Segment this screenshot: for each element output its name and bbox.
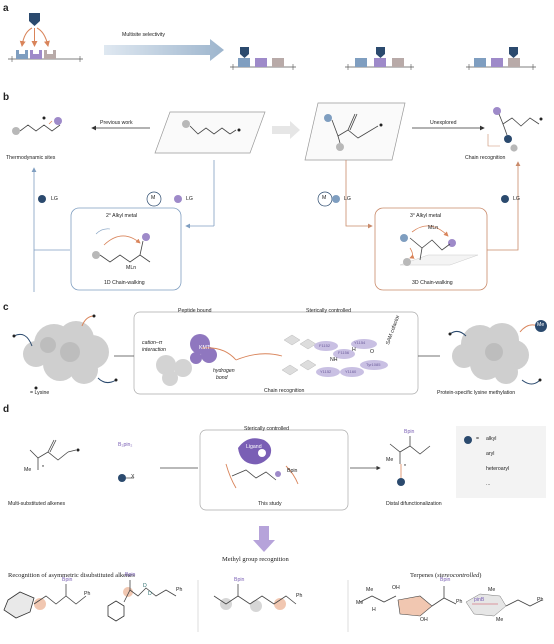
recognition-asymmetric-label: Recognition of asymmetric disubstituted … [8,572,135,579]
terpenes-label: Terpenes (stereocontrolled) [410,572,482,579]
multi-substituted-label: Multi-substituted alkenes [8,501,66,507]
ph-label-s5: Ph [537,597,544,603]
n-subscript-left: n [42,463,45,468]
ph-label-s2: Ph [176,587,183,593]
residue-3: F1152 [319,343,331,348]
peptide-bound-label: Peptide bound [178,308,212,314]
sterically-controlled-label-d: Sterically controlled [244,426,289,432]
me-label-left: Me [24,467,32,473]
multisite-selectivity-label: Multisite selectivity [122,32,165,38]
secondary-alkyl-metal-label: 2° Alkyl metal [106,213,138,219]
metal-label-right: M [322,195,327,201]
hydrogen-label: hydrogen [213,368,235,374]
me-badge-label: Me [537,322,545,328]
h-label-s4: H [372,607,376,613]
stereocontrolled-word: stereocontrolled [437,572,480,579]
kmt-label: KMT [199,345,210,351]
ph-label-s1: Ph [84,591,91,597]
bpin-label-s1: Bpin [62,577,73,583]
residue-4: Y1152 [320,369,332,374]
me-label-s5a: Me [488,587,496,593]
lg-label-left: LG [51,196,58,202]
cation-pi-label: cation–π [142,340,163,346]
h-atom-label: H [352,347,356,353]
x-label: X [131,474,135,480]
tertiary-alkyl-metal-label: 3° Alkyl metal [410,213,442,219]
oh-label-s4a: OH [392,585,400,591]
this-study-label: This study [258,501,282,507]
panel-a-letter: a [3,3,9,14]
chain-walking-1d-label: 1D Chain-walking [104,280,145,286]
chain-recognition-label-b: Chain recognition [465,155,506,161]
ph-label-s4: Ph [456,599,463,605]
n-subscript-product: n [404,462,407,467]
panel-a-graphics [8,13,536,70]
legend-item-aryl: aryl [486,451,495,457]
sterically-controlled-label-c: Sterically controlled [306,308,351,314]
previous-work-label: Previous work [100,120,133,126]
interaction-label: interaction [142,347,166,353]
panel-b-letter: b [3,92,10,103]
bpin-label-center: Bpin [287,468,298,474]
panel-c-letter: c [3,302,9,313]
panel-c-graphics [12,311,547,395]
ligand-label: Ligand [246,444,262,450]
protein-specific-label: Protein-specific lysine methylation [437,390,516,396]
residue-6: Tyr1085 [366,362,381,367]
bpin-label-product: Bpin [404,429,415,435]
me-label-s4b: Me [356,600,364,606]
me-label-s5b: Me [496,617,504,623]
methyl-group-recognition-label: Methyl group recognition [222,556,289,563]
d-label-s2a: D [143,583,147,589]
terpenes-word: Terpenes [410,572,434,579]
me-label-product: Me [386,457,394,463]
residue-1: Y1154 [354,340,366,345]
unexplored-label: Unexplored [430,120,457,126]
bond-label: bond [216,375,228,381]
ph-label-s3: Ph [296,593,303,599]
chain-recognition-label-c: Chain recognition [264,388,305,394]
pinb-label-s5: pinB [474,597,485,603]
lg-label-mid-right: LG [344,196,351,202]
bpin-label-s2: Bpin [125,572,136,578]
chain-walking-3d-label: 3D Chain-walking [412,280,453,286]
residue-5: Y1160 [345,369,357,374]
legend-item-heteroaryl: heteroaryl [486,466,510,472]
lg-label-mid-left: LG [186,196,193,202]
panel-d-graphics [3,426,546,632]
legend-item-more: ... [486,481,491,487]
thermodynamic-sites-label: Thermodynamic sites [6,155,56,161]
lg-label-right: LG [513,196,520,202]
legend-equals: = [476,436,480,442]
distal-difunc-label: Distal difunctionalization [386,501,442,507]
me-label-s4a: Me [366,587,374,593]
mln-label-3d: MLn [428,225,439,231]
d-label-s2b: D [148,591,152,597]
panel-d-letter: d [3,404,10,415]
residue-2: F1156 [338,350,350,355]
oh-label-s4b: OH [420,617,428,623]
bpin-label-s4: Bpin [440,577,451,583]
nh2-label: NH [330,357,338,363]
b2pin2-label: B₂pin₂ [118,442,133,448]
bpin-label-s3: Bpin [234,577,245,583]
panel-b-graphics [12,102,543,292]
legend-item-alkyl: alkyl [486,436,497,442]
mln-label-1d: MLn [126,265,137,271]
o-atom-label: O [370,349,375,355]
lysine-legend-label: = Lysine [30,390,50,396]
metal-label-left: M [151,195,156,201]
